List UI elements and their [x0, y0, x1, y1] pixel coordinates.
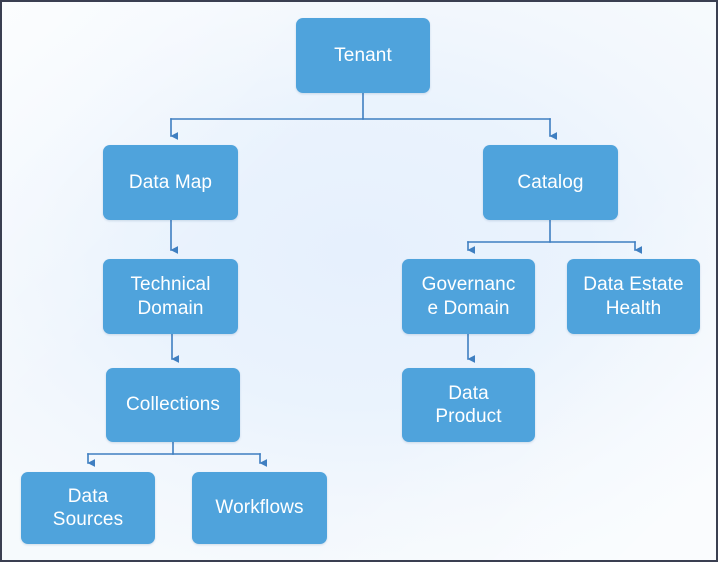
node-tenant[interactable]: Tenant — [296, 18, 430, 93]
node-label-data-product: Data Product — [435, 382, 502, 427]
node-label-catalog: Catalog — [517, 171, 584, 193]
node-data-sources[interactable]: Data Sources — [21, 472, 155, 544]
node-workflows[interactable]: Workflows — [192, 472, 327, 544]
node-label-governance-domain: Governanc e Domain — [421, 274, 516, 319]
node-label-workflows: Workflows — [215, 497, 304, 519]
node-data-product[interactable]: Data Product — [402, 368, 535, 442]
node-technical-domain[interactable]: Technical Domain — [103, 259, 238, 334]
node-label-data-map: Data Map — [128, 171, 213, 193]
node-collections[interactable]: Collections — [106, 368, 240, 442]
node-catalog[interactable]: Catalog — [483, 145, 618, 220]
node-label-technical-domain: Technical Domain — [130, 274, 211, 319]
node-governance-domain[interactable]: Governanc e Domain — [402, 259, 535, 334]
node-data-map[interactable]: Data Map — [103, 145, 238, 220]
node-label-collections: Collections — [125, 394, 221, 416]
node-label-data-sources: Data Sources — [52, 485, 124, 530]
node-data-estate-health[interactable]: Data Estate Health — [567, 259, 700, 334]
node-label-data-estate-health: Data Estate Health — [583, 274, 684, 319]
node-label-tenant: Tenant — [334, 44, 392, 66]
